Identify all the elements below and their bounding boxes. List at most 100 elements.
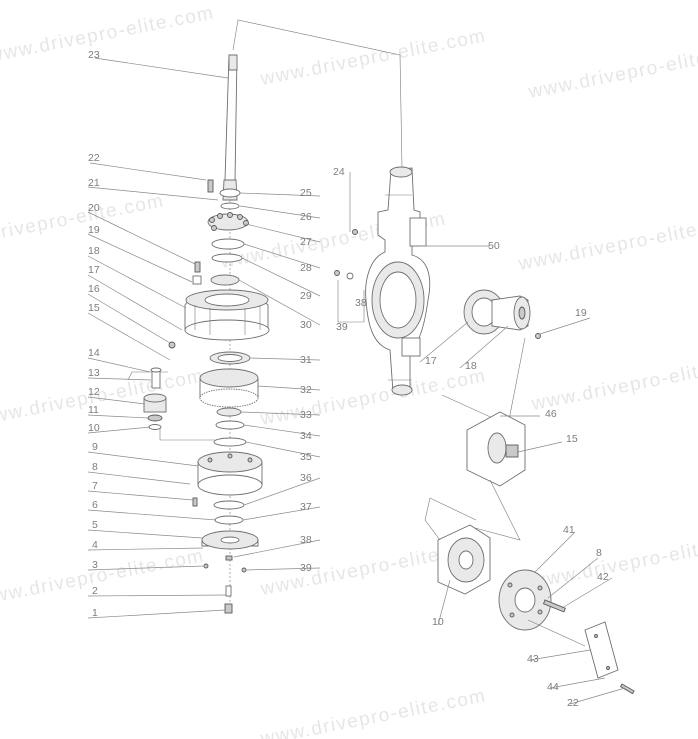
drive-motor <box>466 411 526 541</box>
callout-31: 31 <box>300 354 312 366</box>
bolt-42 <box>542 599 566 613</box>
callouts-left: 23 22 21 20 19 18 17 16 15 14 13 12 11 1… <box>88 49 100 619</box>
leader-34 <box>243 424 321 437</box>
callout-19: 19 <box>88 224 100 236</box>
planet-pin-13 <box>151 369 161 389</box>
bolt-19 <box>535 333 541 339</box>
bolt <box>594 634 598 638</box>
callout-29: 29 <box>300 290 312 302</box>
pin-top <box>150 367 162 373</box>
ring-37 <box>214 515 244 525</box>
callout-39b: 39 <box>336 321 348 333</box>
callout-2: 2 <box>92 585 98 597</box>
washer-26 <box>220 202 240 210</box>
bolt <box>537 609 543 615</box>
watermark-text: www.drivepro-elite.com <box>0 191 166 256</box>
leader-29 <box>241 257 321 297</box>
callout-4: 4 <box>92 539 98 551</box>
callout-11: 11 <box>88 404 99 416</box>
leader-32 <box>257 385 321 391</box>
motor-spline-15 <box>505 444 519 458</box>
callout-17b: 17 <box>425 355 437 367</box>
callout-7: 7 <box>92 480 98 492</box>
ring-28 <box>211 238 245 250</box>
leader-39 <box>245 567 321 571</box>
bolt-16 <box>168 341 176 349</box>
nut-38 <box>225 555 233 561</box>
callout-22b: 22 <box>567 697 579 709</box>
watermark-text: www.drivepro-elite.com <box>516 211 698 276</box>
leader-33 <box>240 411 321 416</box>
motor-face <box>487 432 507 464</box>
carrier-bolts <box>209 212 249 231</box>
callout-34: 34 <box>300 430 312 442</box>
assembly-line <box>424 497 477 541</box>
bolt-7 <box>192 497 198 507</box>
callout-25: 25 <box>300 187 312 199</box>
planet-gear-top <box>143 393 167 403</box>
assembly-line <box>527 619 586 647</box>
leader-2 <box>87 594 227 597</box>
callout-38b: 38 <box>355 297 367 309</box>
leader-r41 <box>534 531 576 573</box>
callout-41: 41 <box>563 524 575 536</box>
bolt <box>207 457 213 463</box>
bolt <box>211 225 217 231</box>
ring-29 <box>211 253 243 263</box>
sun-gear-25 <box>219 188 241 198</box>
leader-21 <box>87 186 219 201</box>
callout-14: 14 <box>88 347 100 359</box>
callout-32: 32 <box>300 384 312 396</box>
watermark-text: www.drivepro-elite.com <box>529 529 698 594</box>
pin-19 <box>192 275 202 285</box>
callout-3: 3 <box>92 559 98 571</box>
leader-13 <box>87 377 152 381</box>
callout-15: 15 <box>88 302 100 314</box>
watermark-text: www.drivepro-elite.com <box>0 366 206 431</box>
leader-26 <box>239 205 321 219</box>
seal-30 <box>210 274 240 286</box>
leader-23 <box>94 57 229 79</box>
leader-31 <box>249 357 321 361</box>
leader-10 <box>87 426 151 434</box>
callout-27: 27 <box>300 236 312 248</box>
leader-4 <box>87 547 204 551</box>
leader-15 <box>87 312 171 361</box>
callout-23: 23 <box>88 49 100 61</box>
leader-r44 <box>549 677 606 689</box>
watermark-text: www.drivepro-elite.com <box>0 3 216 68</box>
callout-33: 33 <box>300 409 312 421</box>
ring-gear-top <box>199 368 259 388</box>
leader-r10 <box>437 579 451 626</box>
callouts-center: 25 26 27 28 29 30 31 32 33 34 35 36 37 3… <box>300 187 312 574</box>
flange-plate-assembly <box>498 569 635 695</box>
hub-bore <box>204 293 250 307</box>
leader-3 <box>87 565 205 571</box>
leader-r15 <box>517 441 563 453</box>
leader-22 <box>89 162 207 181</box>
bolt <box>217 213 223 219</box>
leader-16 <box>87 293 171 344</box>
bolt <box>227 212 233 218</box>
callout-40: 10 <box>432 616 444 628</box>
bolt-39 <box>241 567 247 573</box>
callout-8: 8 <box>92 461 98 473</box>
carrier-housing-bottom <box>197 474 263 496</box>
shaft-spline-top <box>228 54 238 71</box>
bolt <box>509 612 515 618</box>
leader-r17 <box>419 321 469 363</box>
callout-20: 20 <box>88 202 100 214</box>
callout-28: 28 <box>300 262 312 274</box>
callout-13: 13 <box>88 367 100 379</box>
washer-10 <box>148 424 162 430</box>
ring-33 <box>216 407 242 417</box>
axle-housing <box>334 166 431 396</box>
bolt <box>606 666 610 670</box>
leader-19 <box>87 233 193 283</box>
watermark-text: www.drivepro-elite.com <box>529 351 698 416</box>
cover-43 <box>584 621 619 679</box>
leader-17 <box>87 274 183 331</box>
watermark-text: www.drivepro-elite.com <box>0 546 206 611</box>
callout-37: 37 <box>300 501 312 513</box>
